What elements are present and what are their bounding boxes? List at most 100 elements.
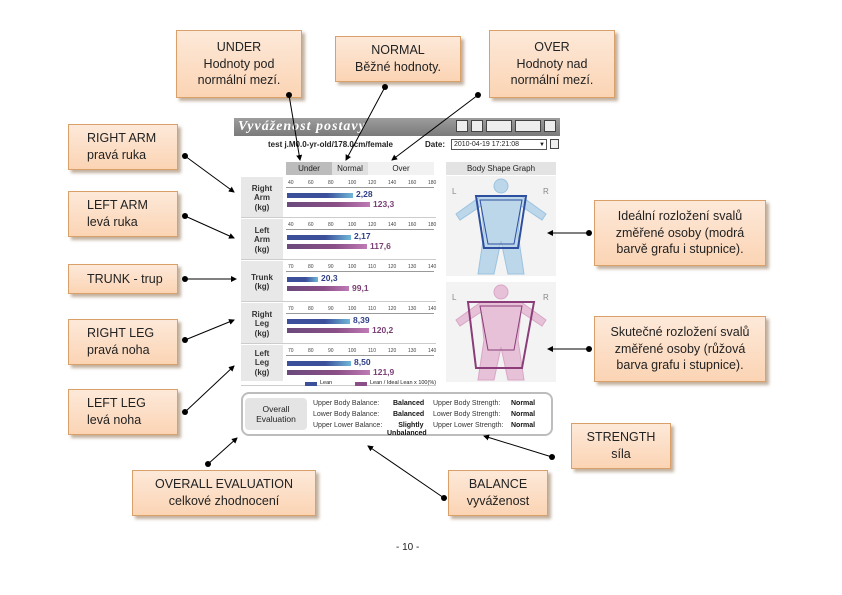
scale-tick: 100: [348, 306, 357, 312]
callout-actual-text1: Skutečné rozložení svalů: [610, 324, 750, 339]
ratio-value: 120,2: [372, 325, 394, 335]
body-graph-title: Body Shape Graph: [446, 162, 556, 175]
ideal-body-outline: [474, 195, 528, 249]
subject-info: test j.M0.0-yr-old/178.0cm/female: [268, 140, 393, 149]
print-icon[interactable]: [456, 120, 468, 132]
scale-tick: 180: [428, 222, 437, 228]
row-label-text: Trunk: [251, 272, 273, 282]
arrow-over: [391, 94, 479, 161]
calendar-icon[interactable]: [550, 139, 559, 149]
scale-tick: 120: [388, 264, 397, 270]
lean-value: 20,3: [321, 273, 338, 283]
callout-strength-text: síla: [611, 447, 631, 461]
callout-over-text2: normální mezí.: [510, 73, 594, 88]
upper-body-balance-value: Balanced: [393, 400, 425, 407]
scale-tick: 160: [408, 180, 417, 186]
row-label-text: Arm: [253, 193, 270, 203]
row-label-left-arm: Left Arm (kg): [241, 218, 283, 261]
row-label-unit: (kg): [254, 202, 270, 212]
body-shape-ideal: L R: [446, 176, 556, 276]
copy-icon[interactable]: [471, 120, 483, 132]
row-separator: [241, 301, 436, 302]
row-label-text: Leg: [254, 319, 270, 329]
scale-tick: 100: [348, 180, 357, 186]
scale-tick: 80: [308, 348, 314, 354]
callout-ideal-text1: Ideální rozložení svalů: [617, 208, 743, 223]
callout-ideal-text3: barvě grafu i stupnice).: [616, 242, 744, 257]
row-separator: [241, 217, 436, 218]
callout-under-title: UNDER: [216, 39, 262, 54]
callout-left-leg-text: levá noha: [87, 413, 142, 427]
callout-left-arm-title: LEFT ARM: [87, 198, 148, 213]
scale-line: [286, 187, 434, 188]
row-label-text: Left: [254, 226, 270, 236]
row-label-trunk: Trunk (kg): [241, 260, 283, 303]
ratio-value: 121,9: [373, 367, 395, 377]
scale-tick: 140: [388, 180, 397, 186]
scale-tick: 140: [428, 264, 437, 270]
scale-tick: 110: [368, 264, 376, 270]
callout-actual-text2: změřené osoby (růžová: [614, 341, 746, 356]
ratio-value: 99,1: [352, 283, 369, 293]
scale-tick: 90: [328, 306, 334, 312]
ratio-bar: [287, 244, 367, 249]
upper-lower-strength-value: Normal: [511, 422, 536, 429]
lean-value: 2,17: [354, 231, 371, 241]
upper-lower-strength-label: Upper Lower Strength:: [433, 422, 504, 429]
scale-tick: 130: [408, 264, 417, 270]
callout-under-text2: normální mezí.: [197, 73, 281, 88]
upper-body-balance-label: Upper Body Balance:: [313, 400, 380, 407]
col-header-over: Over: [368, 162, 434, 175]
row-label-text: Arm: [253, 235, 270, 245]
callout-normal-text: Běžné hodnoty.: [355, 60, 441, 74]
scale-tick: 40: [288, 222, 294, 228]
legend-lean: Lean: [320, 380, 333, 386]
scale-tick: 130: [408, 348, 417, 354]
close-icon[interactable]: [544, 120, 556, 132]
upper-lower-balance-value1: Slightly: [398, 422, 424, 429]
overall-evaluation-box: Overall Evaluation Upper Body Balance: B…: [241, 392, 553, 437]
ideal-body-outline-inner: [479, 199, 523, 245]
legend-lean-swatch: [305, 382, 317, 386]
prev-icon[interactable]: [486, 120, 512, 132]
scale-tick: 140: [388, 222, 397, 228]
callout-under-text: Hodnoty pod: [203, 56, 275, 71]
eval-label-line2: Evaluation: [256, 414, 296, 424]
callout-actual: Skutečné rozložení svalů změřené osoby (…: [594, 316, 766, 382]
callout-trunk-title: TRUNK - trup: [87, 271, 163, 286]
row-label-unit: (kg): [254, 244, 270, 254]
lean-value: 8,50: [354, 357, 371, 367]
col-header-normal: Normal: [332, 162, 368, 175]
lower-body-strength-label: Lower Body Strength:: [433, 411, 501, 418]
scale-tick: 140: [428, 306, 437, 312]
ideal-label-r: R: [543, 187, 549, 196]
scale-tick: 140: [428, 348, 437, 354]
row-label-unit: (kg): [254, 367, 270, 377]
eval-label-line1: Overall: [262, 404, 290, 414]
scale-tick: 80: [328, 180, 334, 186]
upper-body-strength-label: Upper Body Strength:: [433, 400, 501, 407]
scale-tick: 70: [288, 264, 294, 270]
callout-over: OVER Hodnoty nad normální mezí.: [489, 30, 615, 98]
row-label-text: Left: [254, 349, 270, 359]
lean-bar: [287, 235, 351, 240]
lean-bar: [287, 361, 351, 366]
date-select[interactable]: 2010-04-19 17:21:08 ▼: [451, 139, 547, 150]
callout-overall-title: OVERALL EVALUATION: [154, 477, 293, 492]
row-label-right-arm: Right Arm (kg): [241, 176, 283, 219]
scale-tick: 90: [328, 348, 334, 354]
next-icon[interactable]: [515, 120, 541, 132]
scale-tick: 100: [348, 264, 357, 270]
callout-overall-text: celkové zhodnocení: [168, 494, 280, 508]
actual-label-r: R: [543, 293, 549, 302]
panel-titlebar: Vyváženost postavy: [234, 118, 560, 136]
scale-line: [286, 271, 434, 272]
callout-right-arm-title: RIGHT ARM: [87, 131, 157, 146]
scale-tick: 60: [308, 180, 314, 186]
scale-tick: 100: [348, 222, 357, 228]
upper-body-strength-value: Normal: [511, 400, 536, 407]
overall-evaluation-label: Overall Evaluation: [245, 398, 307, 430]
callout-actual-text3: barva grafu i stupnice).: [616, 358, 744, 373]
ratio-bar: [287, 202, 370, 207]
